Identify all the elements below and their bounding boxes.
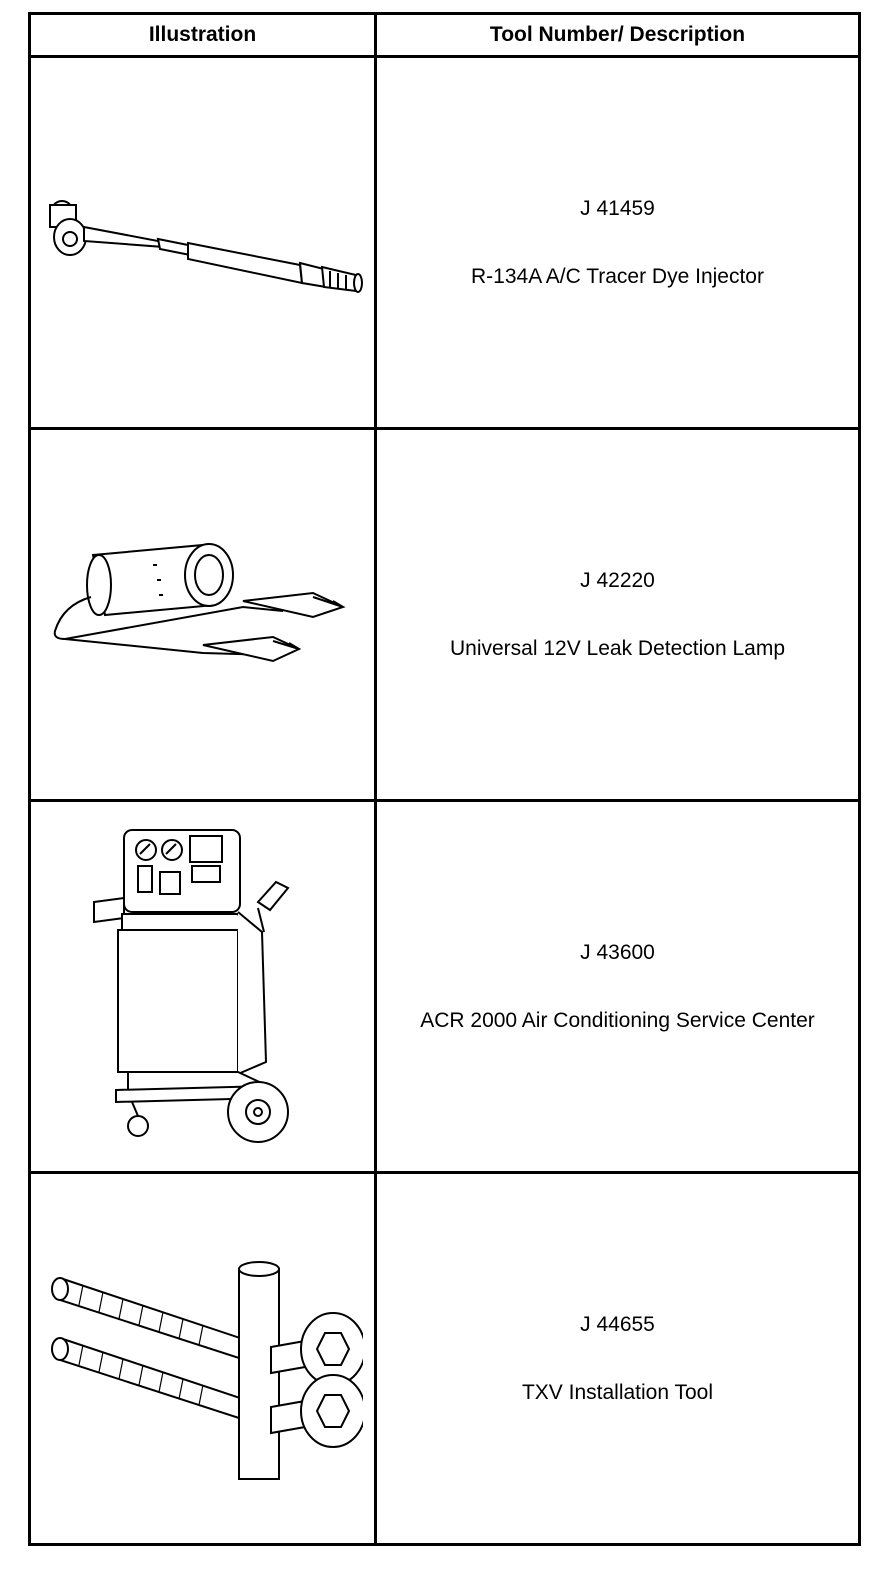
tool-number: J 44655 — [580, 1312, 655, 1336]
table-row: J 44655 TXV Installation Tool — [28, 1171, 861, 1546]
illustration-cell — [28, 427, 377, 802]
tool-table: Illustration Tool Number/ Description — [28, 12, 861, 1546]
header-tool-description: Tool Number/ Description — [374, 12, 861, 58]
illustration-cell — [28, 55, 377, 430]
header-illustration: Illustration — [28, 12, 377, 58]
tool-number: J 42220 — [580, 568, 655, 592]
description-cell: J 44655 TXV Installation Tool — [374, 1171, 861, 1546]
table-row: J 43600 ACR 2000 Air Conditioning Servic… — [28, 799, 861, 1174]
illustration-cell — [28, 799, 377, 1174]
tool-description: TXV Installation Tool — [521, 1380, 714, 1404]
dye-injector-icon — [48, 199, 363, 293]
ac-service-center-icon — [92, 828, 290, 1143]
description-cell: J 42220 Universal 12V Leak Detection Lam… — [374, 427, 861, 802]
tool-number: J 43600 — [580, 940, 655, 964]
leak-detection-lamp-icon — [53, 542, 346, 662]
table-header-row: Illustration Tool Number/ Description — [28, 12, 861, 58]
tool-description: Universal 12V Leak Detection Lamp — [449, 636, 785, 660]
tool-number: J 41459 — [580, 196, 655, 220]
txv-installation-tool-icon — [50, 1260, 363, 1480]
description-cell: J 41459 R-134A A/C Tracer Dye Injector — [374, 55, 861, 430]
tool-description: ACR 2000 Air Conditioning Service Center — [420, 1008, 815, 1032]
table-row: J 41459 R-134A A/C Tracer Dye Injector — [28, 55, 861, 430]
tool-description: R-134A A/C Tracer Dye Injector — [471, 264, 764, 288]
table-row: J 42220 Universal 12V Leak Detection Lam… — [28, 427, 861, 802]
illustration-cell — [28, 1171, 377, 1546]
description-cell: J 43600 ACR 2000 Air Conditioning Servic… — [374, 799, 861, 1174]
